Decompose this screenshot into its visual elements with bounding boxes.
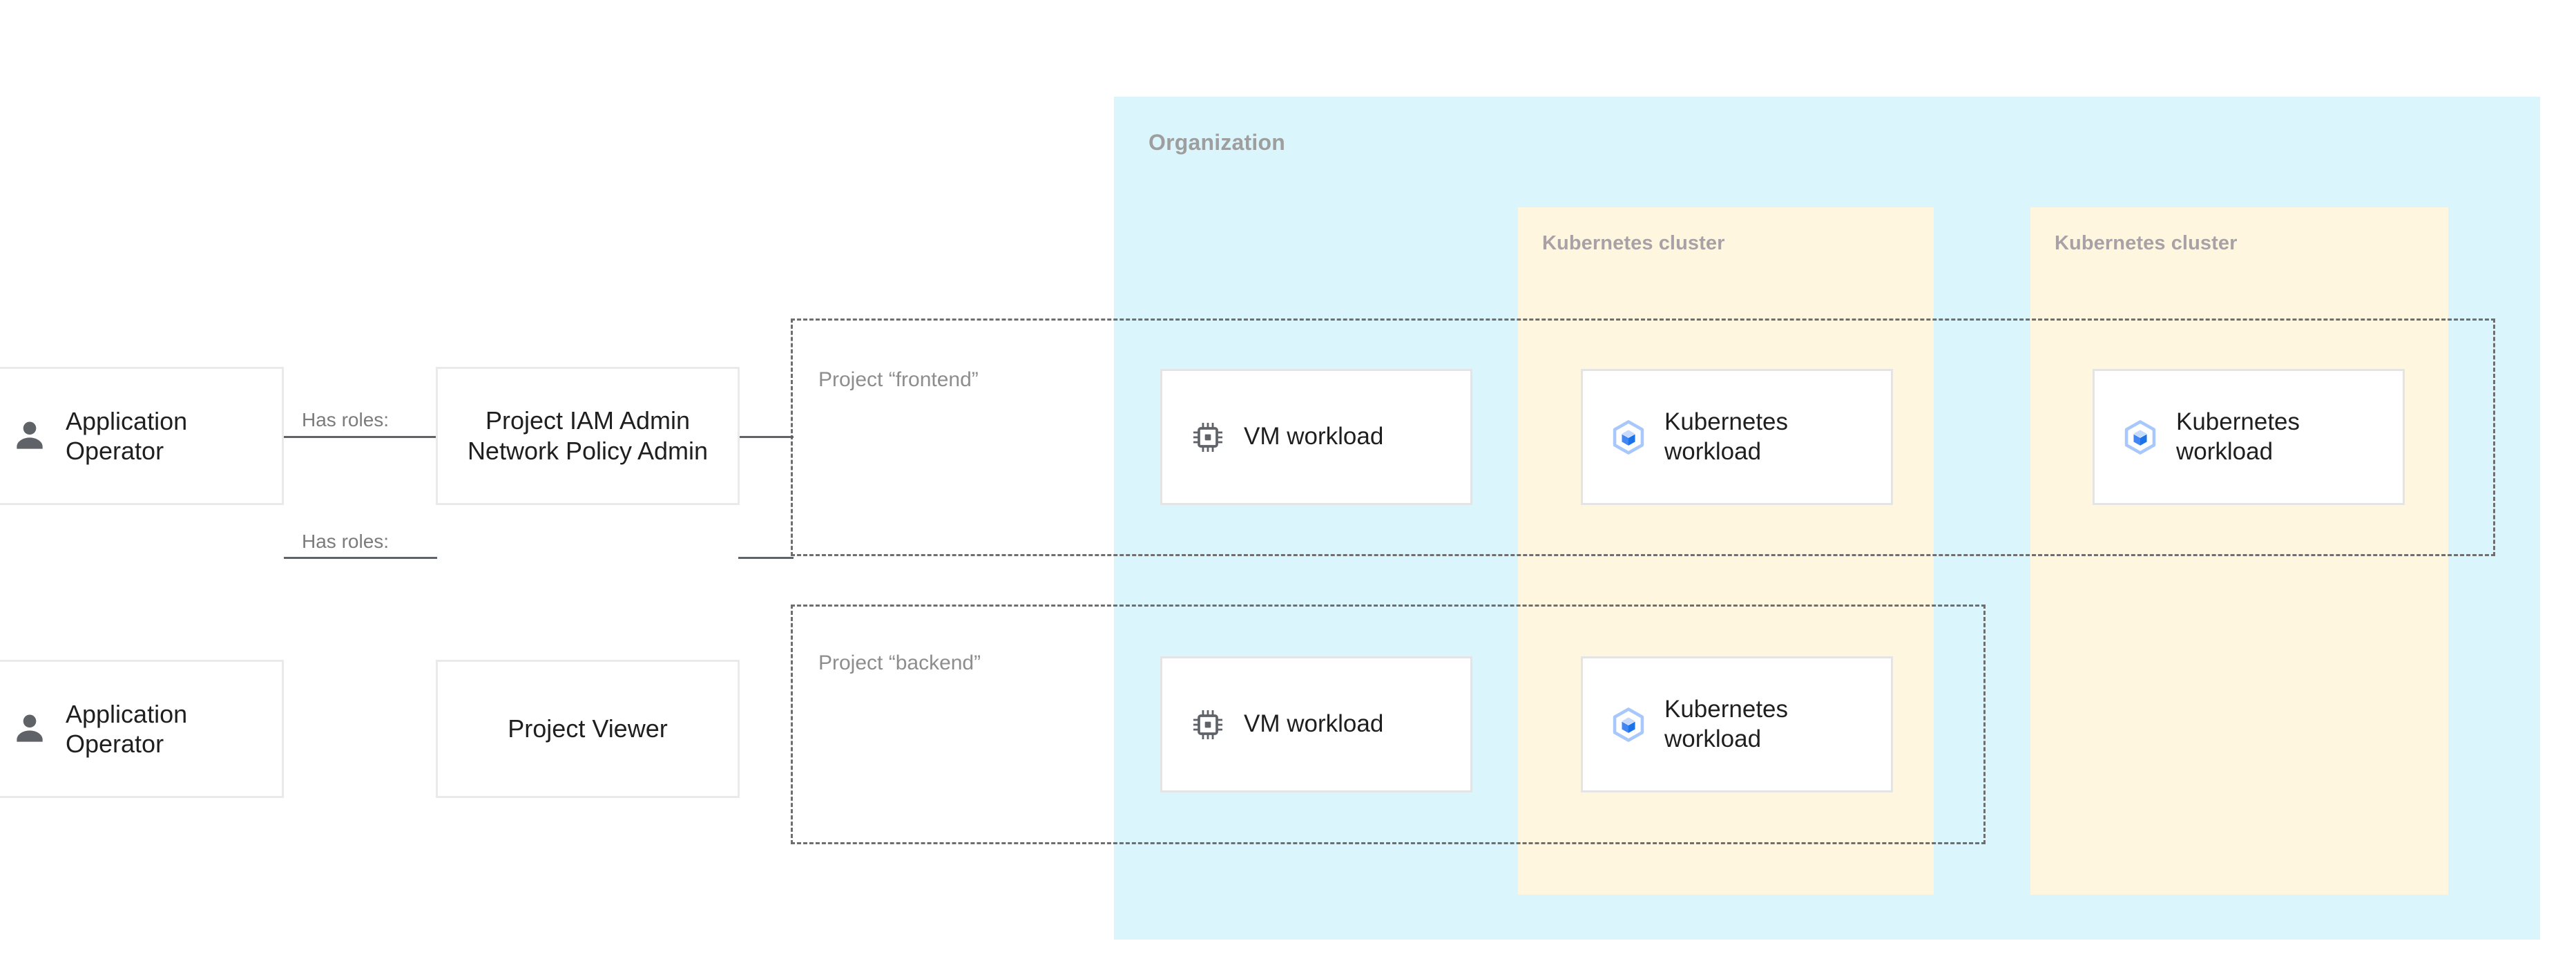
actor-label: Application Operator xyxy=(66,699,188,758)
project-backend-boundary: Project “backend” xyxy=(791,605,1986,844)
actor-application-operator-1[interactable]: Application Operator xyxy=(0,367,284,505)
role-label: Project IAM Admin Network Policy Admin xyxy=(467,406,709,465)
connector-role1-to-project-frontend xyxy=(738,436,794,438)
organization-label: Organization xyxy=(1148,130,1285,155)
cpu-chip-icon xyxy=(1190,707,1226,743)
actor-label: Application Operator xyxy=(66,406,188,465)
kubernetes-cube-icon xyxy=(1611,419,1646,455)
project-frontend-boundary: Project “frontend” xyxy=(791,318,2495,556)
project-frontend-label: Project “frontend” xyxy=(818,368,979,391)
actor-application-operator-2[interactable]: Application Operator xyxy=(0,660,284,798)
connector-actor1-to-role1 xyxy=(284,436,437,438)
workload-card-vm-backend[interactable]: VM workload xyxy=(1160,656,1472,792)
edge-label-has-roles-1: Has roles: xyxy=(302,409,390,430)
workload-card-kubernetes-frontend-cluster1[interactable]: Kubernetes workload xyxy=(1581,369,1893,505)
workload-card-kubernetes-backend-cluster1[interactable]: Kubernetes workload xyxy=(1581,656,1893,792)
workload-label: VM workload xyxy=(1244,423,1384,450)
workload-label: VM workload xyxy=(1244,710,1384,738)
person-icon xyxy=(10,710,49,748)
kubernetes-cube-icon xyxy=(1611,707,1646,743)
role-label: Project Viewer xyxy=(508,714,668,743)
connector-role2-to-project-backend xyxy=(738,557,794,559)
kubernetes-cube-icon xyxy=(2122,419,2158,455)
workload-label: Kubernetes workload xyxy=(1664,695,1789,752)
workload-card-vm-frontend[interactable]: VM workload xyxy=(1160,369,1472,505)
workload-label: Kubernetes workload xyxy=(2176,408,2300,465)
organization-container: Organization Kubernetes cluster Kubernet… xyxy=(1114,97,2540,940)
connector-actor2-to-role2 xyxy=(284,557,437,559)
role-project-viewer[interactable]: Project Viewer xyxy=(436,660,740,798)
workload-card-kubernetes-frontend-cluster2[interactable]: Kubernetes workload xyxy=(2093,369,2405,505)
kubernetes-cluster-1-label: Kubernetes cluster xyxy=(1542,232,1725,254)
kubernetes-cluster-2-label: Kubernetes cluster xyxy=(2055,232,2238,254)
edge-label-has-roles-2: Has roles: xyxy=(302,531,390,552)
workload-label: Kubernetes workload xyxy=(1664,408,1789,465)
cpu-chip-icon xyxy=(1190,419,1226,455)
project-backend-label: Project “backend” xyxy=(818,652,981,674)
role-project-iam-admin-network-policy-admin[interactable]: Project IAM Admin Network Policy Admin xyxy=(436,367,740,505)
kubernetes-cluster-2: Kubernetes cluster xyxy=(2030,207,2448,895)
person-icon xyxy=(10,417,49,455)
